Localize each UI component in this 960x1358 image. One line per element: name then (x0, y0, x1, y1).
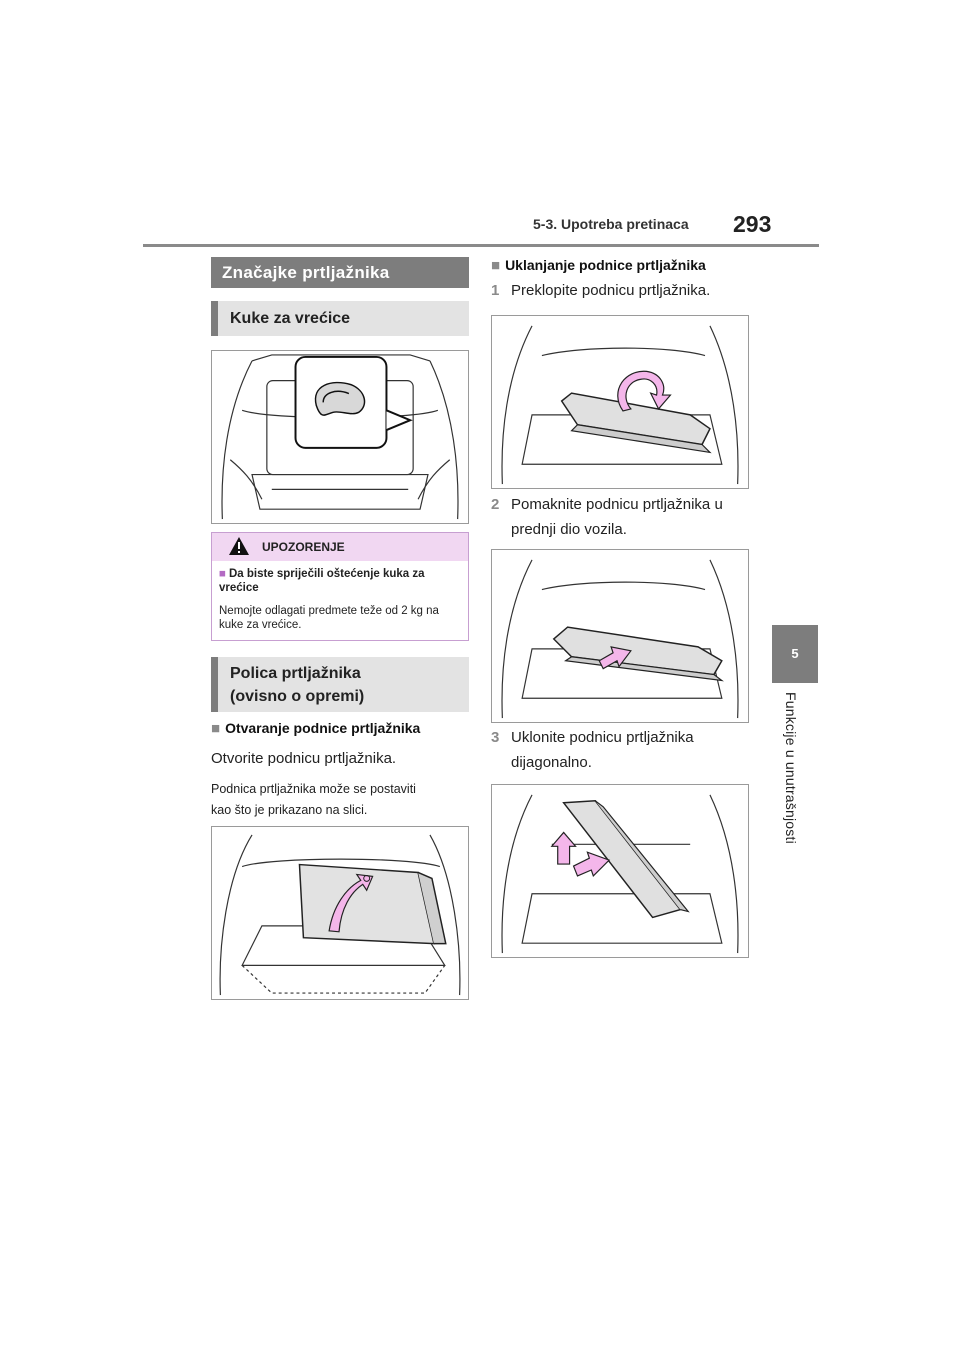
remove-floor-illustration (501, 794, 739, 954)
figure-fold-floor (491, 315, 749, 489)
slide-floor-illustration (501, 559, 739, 719)
warning-body: Nemojte odlagati predmete teže od 2 kg n… (219, 605, 439, 631)
chapter-label: Funkcije u unutrašnjosti (783, 692, 799, 844)
warning-title: UPOZORENJE (262, 540, 345, 554)
figure-remove-floor (491, 784, 749, 958)
figure-slide-floor (491, 549, 749, 723)
warning-box: UPOZORENJE ■Da biste spriječili oštećenj… (211, 532, 469, 641)
trunk-open-illustration (219, 834, 461, 996)
header-rule (143, 244, 819, 247)
chapter-tab: 5 (772, 625, 818, 683)
subheading-bag-hooks: Kuke za vrećice (211, 301, 469, 336)
opening-text: Otvorite podnicu prtljažnika. (211, 750, 397, 767)
note-text: Podnica prtljažnika može se postaviti ka… (211, 782, 416, 817)
subheading-luggage-shelf: Polica prtljažnika (ovisno o opremi) (211, 657, 469, 712)
warning-header: UPOZORENJE (212, 533, 468, 561)
removal-heading: ■Uklanjanje podnice prtljažnika (491, 257, 706, 274)
figure-bag-hooks (211, 350, 469, 524)
bullet-square-icon: ■ (211, 720, 221, 737)
section-title: 5-3. Upotreba pretinaca (533, 216, 689, 232)
bullet-square-icon: ■ (491, 257, 501, 274)
warning-triangle-icon (229, 537, 249, 555)
main-heading: Značajke prtljažnika (211, 257, 469, 288)
figure-open-floor (211, 826, 469, 1000)
fold-floor-illustration (501, 325, 739, 485)
page-number: 293 (733, 211, 772, 237)
opening-heading: ■Otvaranje podnice prtljažnika (211, 720, 421, 737)
trunk-illustration (221, 354, 459, 520)
bullet-square-icon: ■ (219, 568, 226, 580)
warning-subtitle: ■Da biste spriječili oštećenje kuka za v… (219, 568, 425, 594)
